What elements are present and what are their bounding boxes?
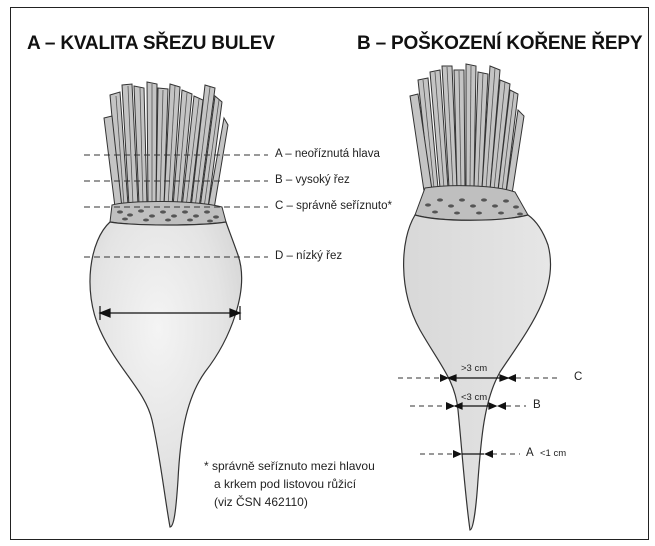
label-letter-b: B xyxy=(533,399,541,411)
footnote-line-2: a krkem pod listovou růžicí xyxy=(214,476,356,493)
beet-b xyxy=(398,64,560,530)
label-letter-a: A xyxy=(526,447,534,459)
panel-b-title: B – POŠKOZENÍ KOŘENE ŘEPY xyxy=(357,33,642,55)
beet-b-leaves xyxy=(410,64,524,194)
footnote-line-3: (viz ČSN 462110) xyxy=(214,494,308,511)
label-vysoky-rez: B – vysoký řez xyxy=(275,174,350,186)
label-nizky-rez: D – nízký řez xyxy=(275,250,342,262)
measure-text-a: <1 cm xyxy=(540,448,566,459)
label-spravne-seriznuto: C – správně seříznuto* xyxy=(275,200,392,212)
panel-a-title: A – KVALITA SŘEZU BULEV xyxy=(27,33,275,55)
measure-text-b: <3 cm xyxy=(461,392,487,403)
label-letter-c: C xyxy=(574,371,582,383)
measure-text-c: >3 cm xyxy=(461,363,487,374)
beet-b-crown xyxy=(415,186,528,221)
footnote-line-1: * správně seříznuto mezi hlavou xyxy=(204,458,375,475)
label-neoriznuta-hlava: A – neoříznutá hlava xyxy=(275,148,380,160)
